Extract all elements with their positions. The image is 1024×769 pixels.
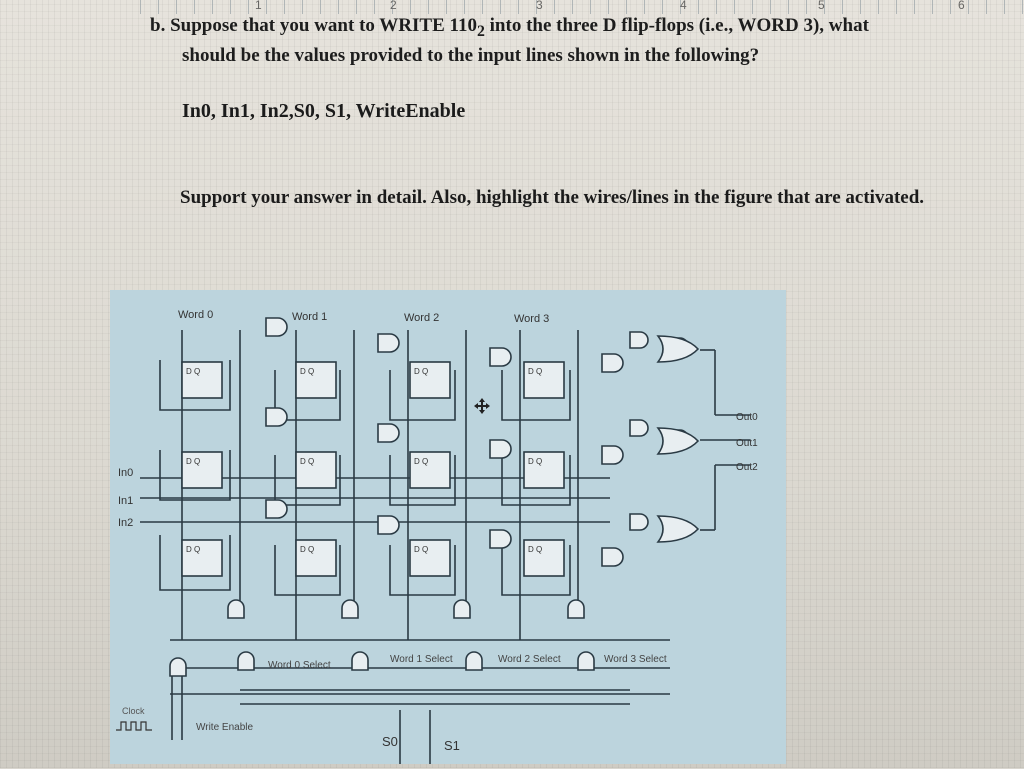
- flip-flop-pins: D Q: [528, 545, 542, 554]
- and-gate: [489, 529, 512, 549]
- d-flip-flop: [181, 451, 223, 489]
- word-2-label: Word 2: [404, 312, 439, 324]
- write-enable-label: Write Enable: [196, 722, 254, 733]
- s0-label: S0: [382, 734, 398, 749]
- ruler-mark-5: 5: [818, 0, 825, 12]
- or-gate: [656, 335, 700, 363]
- register-file-figure: D Q D Q D Q D Q D Q D Q D Q D Q D Q D Q D Q D Q Wor…: [110, 290, 786, 764]
- s1-label: S1: [444, 738, 460, 753]
- decoder-gate: [465, 651, 483, 671]
- question-text: b. Suppose that you want to WRITE 1102 i…: [150, 14, 1010, 68]
- logic-gates: [169, 317, 700, 677]
- d-flip-flop: [409, 539, 451, 577]
- word-3-select-label: Word 3 Select: [604, 654, 667, 665]
- and-gate: [377, 423, 400, 443]
- d-flip-flop: [181, 539, 223, 577]
- word-1-label: Word 1: [292, 311, 327, 323]
- d-flip-flop: [295, 451, 337, 489]
- and-gate: [601, 445, 624, 465]
- and-gate: [629, 331, 649, 349]
- word-3-label: Word 3: [514, 313, 549, 325]
- and-gate: [489, 439, 512, 459]
- question-line1b: into the three D flip-flops (i.e., WORD …: [484, 15, 869, 36]
- output-out0-label: Out0: [736, 412, 758, 423]
- and-gate: [489, 347, 512, 367]
- question-line1: b. Suppose that you want to WRITE 110: [150, 15, 477, 36]
- d-flip-flop: [295, 539, 337, 577]
- inputs-line: In0, In1, In2,S0, S1, WriteEnable: [182, 100, 466, 122]
- decoder-gate: [237, 651, 255, 671]
- d-flip-flop: [523, 539, 565, 577]
- and-gate: [265, 407, 288, 427]
- ruler: 1 2 3 4 5 6: [140, 0, 1024, 14]
- ruler-mark-2: 2: [390, 0, 397, 12]
- and-gate: [601, 547, 624, 567]
- clock-waveform: [116, 721, 152, 731]
- input-in1-label: In1: [118, 495, 133, 507]
- word-0-label: Word 0: [178, 309, 213, 321]
- word-0-select-label: Word 0 Select: [268, 660, 331, 671]
- clock-label: Clock: [122, 706, 145, 716]
- or-gate: [656, 515, 700, 543]
- word-1-select-label: Word 1 Select: [390, 654, 453, 665]
- wires: [140, 330, 750, 764]
- and-gate: [629, 419, 649, 437]
- ruler-mark-6: 6: [958, 0, 965, 12]
- ruler-mark-1: 1: [255, 0, 262, 12]
- d-flip-flop: [523, 361, 565, 399]
- input-in2-label: In2: [118, 517, 133, 529]
- and-gate: [377, 333, 400, 353]
- d-flip-flop: [295, 361, 337, 399]
- flip-flop-pins: D Q: [186, 457, 200, 466]
- flip-flop-pins: D Q: [528, 367, 542, 376]
- flip-flop-pins: D Q: [186, 367, 200, 376]
- flip-flops: D Q D Q D Q D Q D Q D Q D Q D Q D Q D Q D Q D Q: [181, 361, 565, 577]
- word-2-select-label: Word 2 Select: [498, 654, 561, 665]
- flip-flop-pins: D Q: [300, 545, 314, 554]
- and-gate: [265, 499, 288, 519]
- output-out2-label: Out2: [736, 462, 758, 473]
- move-cursor-icon: [474, 398, 490, 414]
- flip-flop-pins: D Q: [414, 545, 428, 554]
- d-flip-flop: [409, 361, 451, 399]
- decoder-gate: [577, 651, 595, 671]
- decoder-gate: [351, 651, 369, 671]
- d-flip-flop: [181, 361, 223, 399]
- circuit-diagram: D Q D Q D Q D Q D Q D Q D Q D Q D Q D Q D Q D Q Wor…: [116, 309, 758, 764]
- question-line2: should be the values provided to the inp…: [182, 44, 760, 66]
- ruler-mark-3: 3: [536, 0, 543, 12]
- flip-flop-pins: D Q: [528, 457, 542, 466]
- d-flip-flop: [523, 451, 565, 489]
- and-gate: [377, 515, 400, 535]
- and-gate: [601, 353, 624, 373]
- and-gate: [629, 513, 649, 531]
- decoder-gate: [341, 599, 359, 619]
- flip-flop-pins: D Q: [414, 367, 428, 376]
- flip-flop-pins: D Q: [300, 367, 314, 376]
- decoder-gate: [453, 599, 471, 619]
- flip-flop-pins: D Q: [300, 457, 314, 466]
- d-flip-flop: [409, 451, 451, 489]
- ruler-mark-4: 4: [680, 0, 687, 12]
- support-text: Support your answer in detail. Also, hig…: [180, 187, 925, 208]
- decoder-gate: [169, 657, 187, 677]
- input-in0-label: In0: [118, 467, 133, 479]
- flip-flop-pins: D Q: [414, 457, 428, 466]
- decoder-gate: [567, 599, 585, 619]
- and-gate: [265, 317, 288, 337]
- word-0-select-label-text: Word 0 Select: [268, 660, 331, 671]
- or-gate: [656, 427, 700, 455]
- output-out1-label: Out1: [736, 438, 758, 449]
- flip-flop-pins: D Q: [186, 545, 200, 554]
- decoder-gate: [227, 599, 245, 619]
- question-subscript: 2: [476, 22, 485, 40]
